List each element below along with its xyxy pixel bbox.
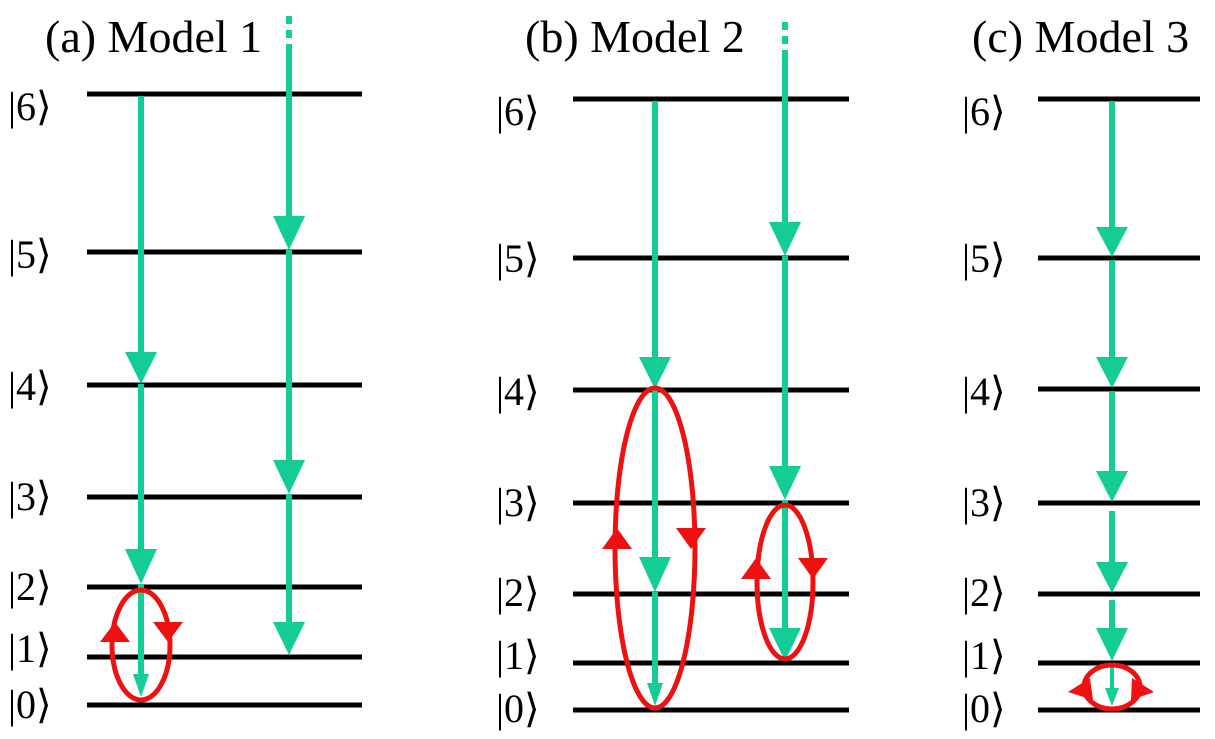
panel-c-ket-3-value: 3 — [970, 480, 990, 525]
panel-c-ket-5: |5⟩ — [962, 236, 1006, 281]
panel-b-ket-0: |0⟩ — [496, 686, 540, 731]
panel-b-ket-6: |6⟩ — [496, 89, 540, 134]
panel-c-ket-1-value: 1 — [970, 633, 990, 678]
panel-c-title: (c) Model 3 — [972, 11, 1189, 62]
panel-c-ket-0-value: 0 — [970, 686, 990, 731]
panel-c-ket-4: |4⟩ — [962, 369, 1006, 414]
svg-text:|4⟩: |4⟩ — [496, 369, 540, 414]
panel-a-ket-2: |2⟩ — [8, 564, 52, 609]
svg-text:|5⟩: |5⟩ — [496, 236, 540, 281]
panel-a-coupling-loop — [100, 587, 183, 703]
panel-b-title: (b) Model 2 — [525, 11, 745, 62]
svg-text:|6⟩: |6⟩ — [496, 89, 540, 134]
svg-text:|2⟩: |2⟩ — [496, 570, 540, 615]
panel-a-ket-4-value: 4 — [16, 364, 36, 409]
svg-text:|5⟩: |5⟩ — [8, 232, 52, 277]
svg-text:|4⟩: |4⟩ — [8, 364, 52, 409]
panel-b-ket-0-value: 0 — [504, 686, 524, 731]
panel-c-ket-3: |3⟩ — [962, 480, 1006, 525]
panel-a-decay-arrow-left — [125, 96, 157, 697]
svg-text:|6⟩: |6⟩ — [8, 84, 52, 129]
svg-text:|0⟩: |0⟩ — [962, 686, 1006, 731]
svg-text:|3⟩: |3⟩ — [496, 480, 540, 525]
panel-c-decay-arrow-ladder — [1096, 101, 1128, 706]
panel-c-ket-4-value: 4 — [970, 369, 990, 414]
panel-b-coupling-loop-small — [741, 502, 828, 662]
panel-b-ket-1-value: 1 — [504, 633, 524, 678]
panel-a-ket-1: |1⟩ — [8, 626, 52, 671]
panel-a-ket-5-value: 5 — [16, 232, 36, 277]
panel-a-ket-0: |0⟩ — [8, 682, 52, 727]
panel-c-ket-2-value: 2 — [970, 570, 990, 615]
panel-c-coupling-loop — [1068, 662, 1154, 712]
panel-c-ket-6-value: 6 — [970, 89, 990, 134]
panel-b-ket-2-value: 2 — [504, 570, 524, 615]
panel-a-ket-6-value: 6 — [16, 84, 36, 129]
panel-b-ket-3: |3⟩ — [496, 480, 540, 525]
panel-b-ket-3-value: 3 — [504, 480, 524, 525]
panel-b-decay-arrow-left — [639, 101, 671, 706]
svg-text:|4⟩: |4⟩ — [962, 369, 1006, 414]
panel-c-ket-2: |2⟩ — [962, 570, 1006, 615]
panel-c-ket-5-value: 5 — [970, 236, 990, 281]
svg-text:|0⟩: |0⟩ — [496, 686, 540, 731]
panel-a-ket-5: |5⟩ — [8, 232, 52, 277]
panel-a-ket-3: |3⟩ — [8, 474, 52, 519]
panel-b-ket-5-value: 5 — [504, 236, 524, 281]
panel-a-ket-2-value: 2 — [16, 564, 36, 609]
panel-c: (c) Model 3 |6⟩ |5⟩ |4⟩ |3⟩ |2⟩ |1⟩ |0⟩ — [962, 11, 1200, 731]
panel-a-decay-arrow-right — [273, 16, 305, 655]
panel-a-ket-3-value: 3 — [16, 474, 36, 519]
svg-text:|1⟩: |1⟩ — [496, 633, 540, 678]
panel-c-ket-6: |6⟩ — [962, 89, 1006, 134]
panel-b-ket-2: |2⟩ — [496, 570, 540, 615]
panel-a-ket-1-value: 1 — [16, 626, 36, 671]
svg-text:|3⟩: |3⟩ — [962, 480, 1006, 525]
panel-b-ket-4: |4⟩ — [496, 369, 540, 414]
panel-a-ket-4: |4⟩ — [8, 364, 52, 409]
panel-b-ket-5: |5⟩ — [496, 236, 540, 281]
panel-b-ket-1: |1⟩ — [496, 633, 540, 678]
panel-a-ket-6: |6⟩ — [8, 84, 52, 129]
panel-c-ket-1: |1⟩ — [962, 633, 1006, 678]
panel-b-ket-6-value: 6 — [504, 89, 524, 134]
panel-b-coupling-loop-large — [602, 385, 706, 711]
svg-text:|1⟩: |1⟩ — [8, 626, 52, 671]
svg-text:|0⟩: |0⟩ — [8, 682, 52, 727]
panel-a-title: (a) Model 1 — [45, 11, 262, 62]
svg-text:|1⟩: |1⟩ — [962, 633, 1006, 678]
panel-a-ket-0-value: 0 — [16, 682, 36, 727]
panel-a: (a) Model 1 |6⟩ |5⟩ |4⟩ |3⟩ |2⟩ |1⟩ |0⟩ — [8, 11, 362, 727]
panel-b-decay-arrow-right — [769, 22, 801, 661]
svg-text:|3⟩: |3⟩ — [8, 474, 52, 519]
svg-text:|5⟩: |5⟩ — [962, 236, 1006, 281]
panel-c-ket-0: |0⟩ — [962, 686, 1006, 731]
svg-text:|2⟩: |2⟩ — [962, 570, 1006, 615]
panel-b: (b) Model 2 |6⟩ |5⟩ |4⟩ |3⟩ |2⟩ |1⟩ |0⟩ — [496, 11, 849, 731]
svg-text:|6⟩: |6⟩ — [962, 89, 1006, 134]
svg-text:|2⟩: |2⟩ — [8, 564, 52, 609]
panel-b-ket-4-value: 4 — [504, 369, 524, 414]
